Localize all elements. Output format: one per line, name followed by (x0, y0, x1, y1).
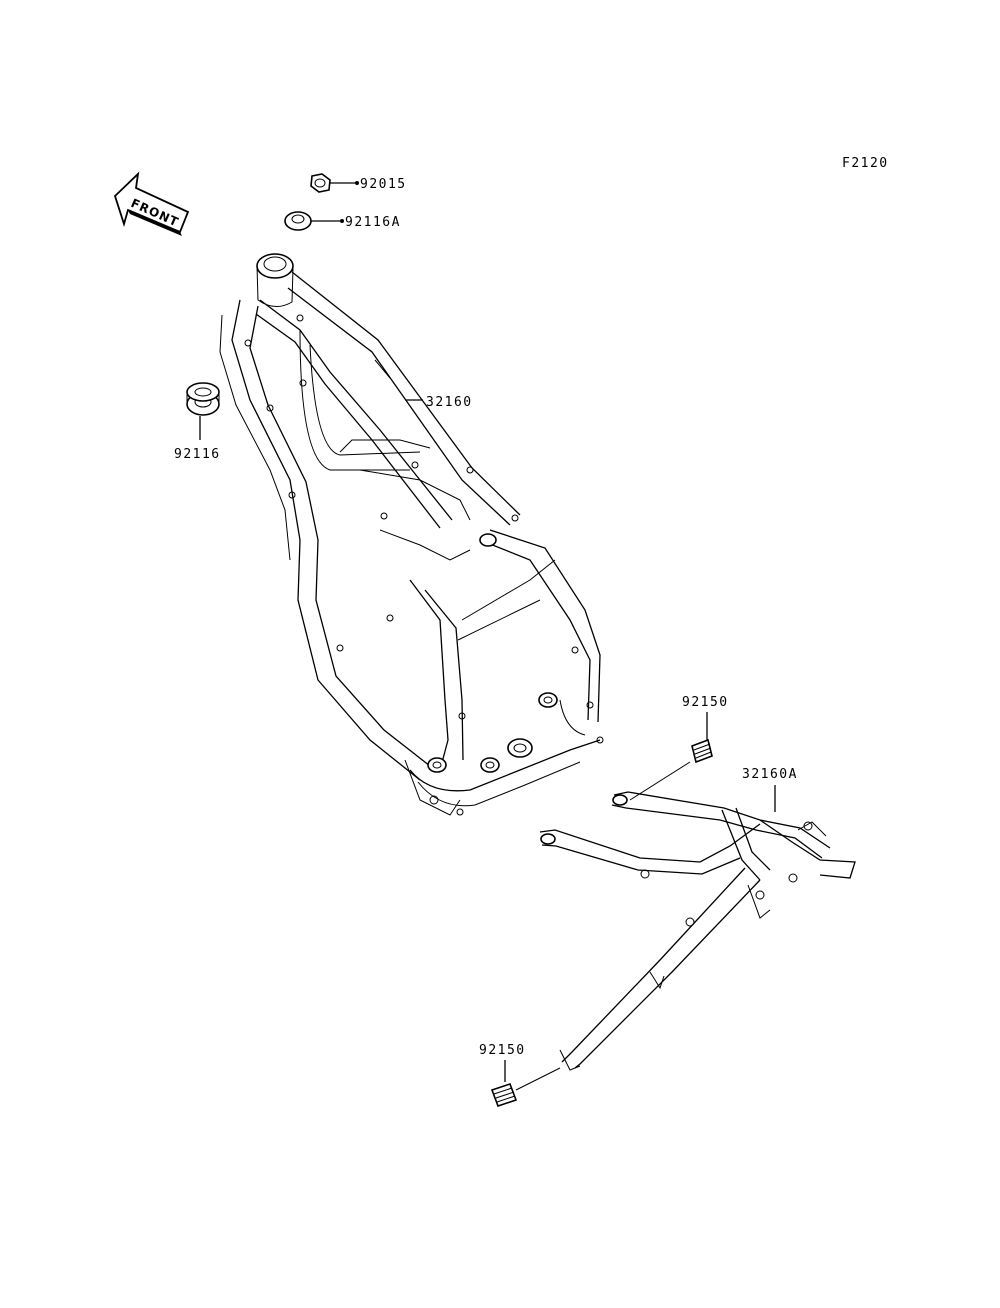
bearing-92116 (186, 382, 220, 440)
callout-92116: 92116 (174, 447, 221, 462)
bolt-92150-top (691, 738, 713, 764)
callout-92150-bottom: 92150 (479, 1043, 526, 1058)
callout-92150-top: 92150 (682, 695, 729, 710)
front-arrow-icon: FRONT (113, 171, 190, 236)
callout-92116a: 92116A (345, 215, 401, 230)
figure-code: F2120 (842, 156, 889, 171)
nut-92015 (310, 173, 359, 193)
main-frame-32160 (219, 253, 604, 816)
subframe-32160a (539, 791, 856, 1071)
bolt-92150-bottom (490, 1082, 518, 1108)
callout-92015: 92015 (360, 177, 407, 192)
callout-32160: 32160 (426, 395, 473, 410)
leader-92150-bottom-to-strut (515, 1067, 561, 1091)
callout-32160a: 32160A (742, 767, 798, 782)
bearing-92116a (284, 211, 344, 231)
